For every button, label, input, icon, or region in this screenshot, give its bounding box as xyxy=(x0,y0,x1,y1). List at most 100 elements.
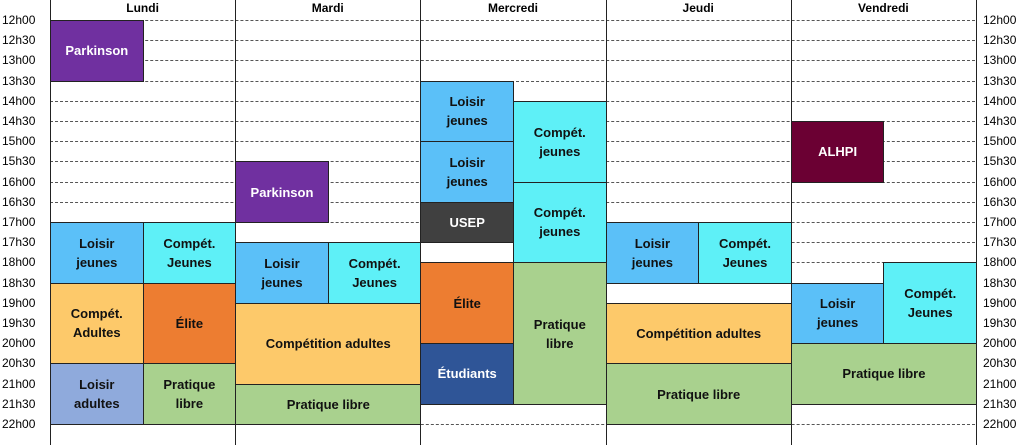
session-block-mer-loisir-jeunes-1[interactable]: Loisir jeunes xyxy=(420,80,514,143)
session-block-mer-etudiants[interactable]: Étudiants xyxy=(420,343,514,405)
session-label: Pratique libre xyxy=(286,396,370,412)
time-label-right: 13h30 xyxy=(983,73,1017,88)
session-block-lun-pratique-libre[interactable]: Pratique libre xyxy=(142,363,237,425)
session-block-mer-loisir-jeunes-2[interactable]: Loisir jeunes xyxy=(420,141,514,203)
day-header-mardi: Mardi xyxy=(311,1,344,15)
session-block-lun-compet-adultes[interactable]: Compét. Adultes xyxy=(50,282,144,365)
day-separator xyxy=(235,0,237,445)
session-label: Compét. Jeunes xyxy=(163,235,216,270)
time-label-left: 21h30 xyxy=(2,396,36,411)
time-label-left: 21h00 xyxy=(2,376,36,391)
time-label-left: 19h00 xyxy=(2,295,36,310)
day-separator xyxy=(790,0,792,445)
session-block-mer-elite[interactable]: Élite xyxy=(420,262,514,345)
time-label-left: 20h00 xyxy=(2,336,36,351)
day-header-lundi: Lundi xyxy=(126,1,159,15)
session-label: USEP xyxy=(449,214,485,230)
time-label-left: 14h30 xyxy=(2,114,36,128)
time-label-right: 21h00 xyxy=(983,376,1017,391)
session-label: Pratique libre xyxy=(842,366,926,382)
day-header-mercredi: Mercredi xyxy=(487,1,538,15)
session-block-mer-compet-jeunes-1[interactable]: Compét. jeunes xyxy=(513,100,607,183)
session-block-jeu-compet-jeunes[interactable]: Compét. Jeunes xyxy=(698,222,792,284)
time-label-right: 14h00 xyxy=(983,93,1017,108)
grid-line xyxy=(50,40,975,42)
session-block-mer-pratique-libre[interactable]: Pratique libre xyxy=(513,262,607,405)
time-label-right: 12h00 xyxy=(983,13,1017,27)
day-header-vendredi: Vendredi xyxy=(858,1,909,15)
time-label-right: 16h00 xyxy=(983,174,1017,189)
session-block-mar-competition-adultes[interactable]: Compétition adultes xyxy=(235,302,422,385)
session-label: Parkinson xyxy=(65,43,129,59)
time-label-right: 21h30 xyxy=(983,396,1017,411)
time-label-left: 15h30 xyxy=(2,154,36,169)
session-block-jeu-competition-adultes[interactable]: Compétition adultes xyxy=(605,302,792,365)
session-block-jeu-loisir-jeunes[interactable]: Loisir jeunes xyxy=(605,222,700,284)
session-block-mar-loisir-jeunes[interactable]: Loisir jeunes xyxy=(235,242,329,304)
session-label: Compét. jeunes xyxy=(533,205,586,240)
time-label-right: 17h00 xyxy=(983,215,1017,229)
session-label: Pratique libre xyxy=(163,377,216,412)
session-label: Compétition adultes xyxy=(265,336,391,352)
session-block-lun-loisir-adultes[interactable]: Loisir adultes xyxy=(50,363,144,425)
time-label-left: 13h00 xyxy=(2,53,36,68)
session-label: Étudiants xyxy=(437,366,497,382)
day-separator xyxy=(976,0,977,445)
grid-line xyxy=(50,424,975,425)
time-label-right: 15h00 xyxy=(983,134,1017,149)
time-label-right: 18h00 xyxy=(983,255,1017,270)
day-separator xyxy=(605,0,607,445)
session-label: Loisir jeunes xyxy=(817,296,859,331)
time-label-left: 16h30 xyxy=(2,194,36,209)
time-label-left: 19h30 xyxy=(2,316,36,330)
time-label-left: 15h00 xyxy=(2,134,36,149)
session-label: Loisir adultes xyxy=(74,377,120,412)
session-label: Loisir jeunes xyxy=(631,235,673,270)
time-label-left: 12h30 xyxy=(2,33,36,48)
session-block-mer-compet-jeunes-2[interactable]: Compét. jeunes xyxy=(513,181,607,264)
session-label: Loisir jeunes xyxy=(446,154,488,189)
session-label: Loisir jeunes xyxy=(446,94,488,129)
session-label: Élite xyxy=(175,315,204,331)
session-label: Compétition adultes xyxy=(636,326,762,342)
time-label-left: 22h00 xyxy=(2,417,36,431)
session-block-mar-compet-jeunes[interactable]: Compét. Jeunes xyxy=(327,242,422,304)
session-label: Pratique libre xyxy=(657,386,741,402)
session-block-ven-loisir-jeunes[interactable]: Loisir jeunes xyxy=(790,282,885,345)
time-label-right: 20h30 xyxy=(983,356,1017,371)
session-block-lun-elite[interactable]: Élite xyxy=(142,282,237,365)
session-block-lun-compet-jeunes[interactable]: Compét. Jeunes xyxy=(142,222,237,284)
time-label-left: 17h30 xyxy=(2,235,36,250)
time-label-right: 17h30 xyxy=(983,235,1017,250)
session-label: Loisir jeunes xyxy=(261,255,303,290)
time-label-left: 12h00 xyxy=(2,13,36,27)
session-label: ALHPI xyxy=(818,144,858,160)
session-block-ven-compet-jeunes[interactable]: Compét. Jeunes xyxy=(883,262,977,345)
session-block-ven-pratique-libre[interactable]: Pratique libre xyxy=(790,343,977,405)
time-label-left: 16h00 xyxy=(2,174,36,189)
session-block-ven-alhpi[interactable]: ALHPI xyxy=(790,121,885,183)
time-label-right: 15h30 xyxy=(983,154,1017,169)
time-label-right: 16h30 xyxy=(983,194,1017,209)
session-block-lun-loisir-jeunes[interactable]: Loisir jeunes xyxy=(50,222,144,284)
time-label-right: 13h00 xyxy=(983,53,1017,68)
session-label: Compét. Jeunes xyxy=(718,235,771,270)
session-block-lun-parkinson[interactable]: Parkinson xyxy=(50,20,144,82)
day-separator xyxy=(50,0,51,445)
session-label: Pratique libre xyxy=(533,316,586,351)
day-header-jeudi: Jeudi xyxy=(682,1,714,15)
session-block-mer-usep[interactable]: USEP xyxy=(420,201,514,244)
session-block-mar-pratique-libre[interactable]: Pratique libre xyxy=(235,383,422,425)
time-label-right: 19h30 xyxy=(983,316,1017,330)
session-label: Parkinson xyxy=(250,184,314,200)
session-block-jeu-pratique-libre[interactable]: Pratique libre xyxy=(605,363,792,425)
time-label-right: 22h00 xyxy=(983,417,1017,431)
time-label-left: 18h30 xyxy=(2,275,36,290)
grid-line xyxy=(50,20,975,21)
time-label-left: 13h30 xyxy=(2,73,36,88)
time-label-right: 19h00 xyxy=(983,295,1017,310)
session-label: Loisir jeunes xyxy=(76,235,118,270)
session-block-mar-parkinson[interactable]: Parkinson xyxy=(235,161,329,223)
time-label-left: 18h00 xyxy=(2,255,36,270)
